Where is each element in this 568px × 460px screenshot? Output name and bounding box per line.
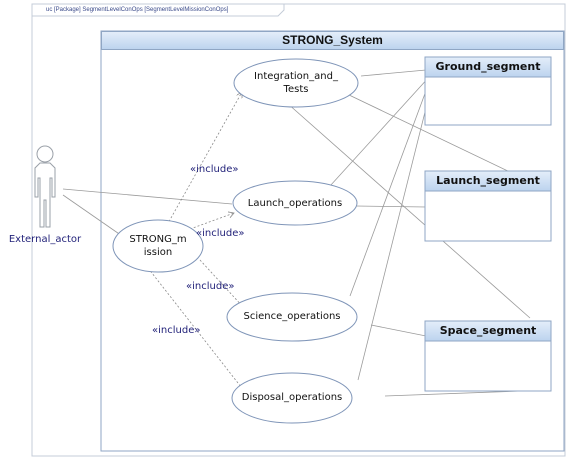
launch-segment-block[interactable]: [424, 170, 552, 242]
use-case-disposal[interactable]: Disposal_operations: [234, 391, 350, 404]
include-label-integration: «include»: [190, 164, 239, 175]
system-header: [101, 31, 564, 50]
include-label-science: «include»: [186, 281, 235, 292]
use-case-disposal-ellipse[interactable]: [231, 372, 353, 424]
association-lines: [62, 69, 549, 397]
use-case-mission-line1: STRONG_m: [129, 234, 187, 245]
use-case-integration[interactable]: Integration_and_ Tests: [238, 70, 354, 96]
actor-name[interactable]: External_actor: [8, 234, 82, 245]
system-title: STRONG_System: [282, 33, 383, 47]
stick-figure-actor-icon[interactable]: [34, 145, 56, 228]
use-case-integration-line1: Integration_and_: [254, 71, 338, 82]
use-case-disposal-label: Disposal_operations: [241, 392, 343, 403]
package-frame-tab: [32, 4, 285, 17]
space-segment-block[interactable]: [424, 320, 552, 392]
use-case-launch-label: Launch_operations: [247, 198, 343, 209]
use-case-integration-line2: Tests: [283, 84, 309, 95]
use-case-mission-ellipse[interactable]: [112, 219, 204, 273]
use-case-science-label: Science_operations: [243, 311, 341, 322]
package-frame-label: uc [Package] SegmentLevelConOps [Segment…: [46, 7, 229, 13]
include-lines: [147, 92, 245, 392]
use-case-science-ellipse[interactable]: [226, 292, 358, 342]
include-label-launch: «include»: [196, 228, 245, 239]
ground-segment-block[interactable]: [424, 56, 552, 126]
launch-segment-title[interactable]: Launch_segment: [436, 174, 540, 187]
use-case-mission-line2: ission: [143, 247, 173, 258]
use-case-integration-ellipse[interactable]: [233, 58, 359, 108]
ground-segment-title[interactable]: Ground_segment: [435, 60, 541, 73]
use-case-science[interactable]: Science_operations: [230, 310, 354, 323]
use-case-launch-ellipse[interactable]: [232, 180, 358, 226]
use-case-launch[interactable]: Launch_operations: [237, 197, 353, 210]
include-label-disposal: «include»: [152, 325, 201, 336]
space-segment-title[interactable]: Space_segment: [439, 324, 537, 337]
use-case-mission[interactable]: STRONG_m ission: [113, 233, 203, 259]
